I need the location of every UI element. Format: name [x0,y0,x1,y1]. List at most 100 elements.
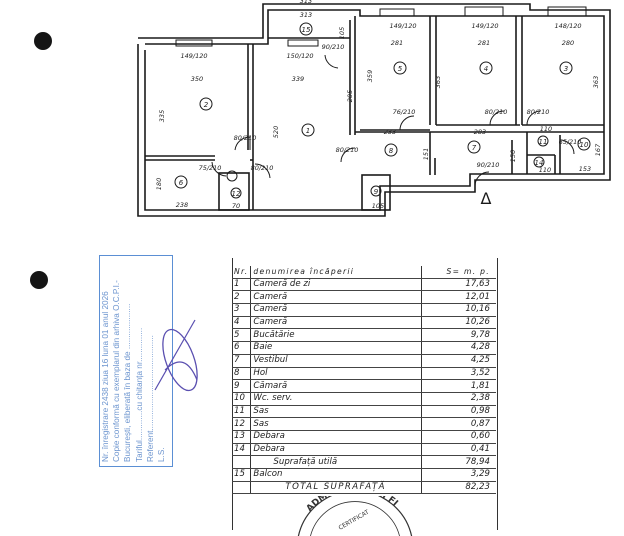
room-number-9: 9 [374,188,379,196]
row-name: Cameră de zi [250,278,422,292]
window-label: 150/120 [286,52,313,60]
room-number-4: 4 [484,65,488,73]
row-name: Sas [250,405,422,419]
row-area: 17,63 [421,278,496,292]
room-number-1: 1 [306,127,310,135]
row-nr: 8 [232,367,252,381]
door-label: 80/210 [234,134,257,142]
useful-area-value: 78,94 [421,455,496,469]
window-label: 149/120 [471,22,498,30]
punch-hole-top [34,32,52,50]
row-name: Debara [250,443,422,457]
row-area: 0,98 [421,405,496,419]
dim-label: 339 [292,75,304,83]
dim-label: 233 [384,128,396,136]
row-name: Bucătărie [250,328,422,343]
row-area: 10,16 [421,303,496,317]
dim-label: 281 [478,39,490,47]
room-number-10: 10 [580,141,589,149]
floor-plan: 2 1 3 4 5 6 7 8 9 10 11 12 14 15 313 313… [137,0,611,217]
row-name: Baie [250,341,422,355]
row-nr [232,455,252,469]
stamp-line-3: București, eliberată în baza de ........… [123,303,133,462]
dim-label: 110 [539,166,551,174]
row-name: Balcon [250,468,422,482]
row-area: 1,81 [421,379,496,393]
dim-label: 110 [540,125,552,133]
row-area: 4,25 [421,354,496,368]
row-area: 4,28 [421,341,496,355]
row-nr: 11 [232,405,252,419]
dim-label: 238 [176,201,188,209]
row-area: 2,38 [421,392,496,406]
row-nr: 1 [232,278,252,292]
entrance-marker-icon: Δ [481,189,492,208]
dim-label: 359 [366,70,374,82]
room-number-6: 6 [179,179,184,187]
door-label: 80/210 [336,146,359,154]
door-label: 76/210 [393,108,416,116]
window-label: 149/120 [389,22,416,30]
header-nr: Nr. [232,266,252,279]
dim-label: 313 [300,11,312,19]
room-number-11: 11 [539,138,548,146]
row-nr: 6 [232,341,252,355]
stamp-line-1: Nr. înregistrare 2438 ziua 16 luna 01 an… [101,291,110,462]
dim-label: 520 [272,126,280,138]
room-number-8: 8 [389,147,394,155]
row-nr: 5 [232,328,252,343]
row-nr: 13 [232,430,252,444]
row-nr [232,481,252,495]
dim-label: 363 [434,76,442,88]
room-number-12: 12 [232,190,241,198]
room-number-7: 7 [472,144,477,152]
row-area: 10,26 [421,316,496,330]
row-area: 12,01 [421,290,496,305]
door-label: 80/210 [527,108,550,116]
dim-label: 105 [338,27,346,39]
row-area: 9,78 [421,328,496,343]
row-nr: 14 [232,443,252,457]
table-header-row: Nr. denumirea încăperii S= m. p. [232,266,496,279]
dim-label: 335 [158,110,166,122]
dim-label: 281 [391,39,403,47]
total-label: TOTAL SUPRAFAȚĂ [250,481,422,495]
row-area: 0,60 [421,430,496,444]
dim-label: 105 [372,202,384,210]
header-area: S= m. p. [421,266,496,279]
row-area: 3,52 [421,367,496,381]
useful-area-label: Suprafață utilă [250,455,422,469]
window-label: 148/120 [554,22,581,30]
window-label: 149/120 [180,52,207,60]
dim-label: 363 [592,76,600,88]
row-nr: 3 [232,303,252,317]
room-number-5: 5 [398,65,403,73]
row-nr: 10 [232,392,252,406]
dim-label: 151 [422,148,430,160]
row-nr: 7 [232,354,252,368]
door-label: 90/210 [322,43,345,51]
room-number-14: 14 [535,159,544,167]
certification-stamp: Nr. înregistrare 2438 ziua 16 luna 01 an… [99,255,173,467]
signature [154,319,198,392]
door-label: 80/210 [251,164,274,172]
row-name: Cameră [250,290,422,305]
room-number-2: 2 [204,101,209,109]
row-name: Wc. serv. [250,392,422,406]
dim-label: 153 [579,165,591,173]
room-number-3: 3 [564,65,568,73]
svg-text:ADMINISTRAȚIEI FI: ADMINISTRAȚIEI FI [305,496,400,514]
row-nr: 12 [232,417,252,431]
